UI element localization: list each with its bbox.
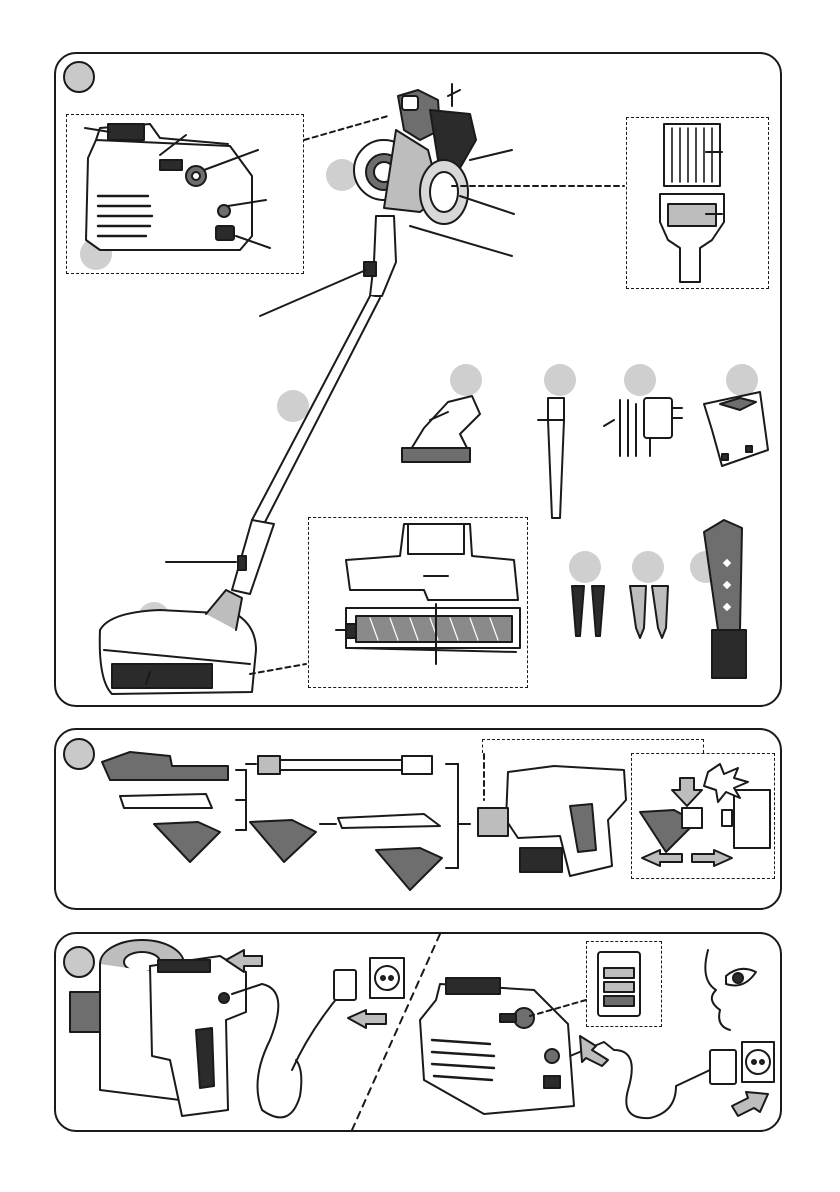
cleaning-brush-icon: [704, 520, 746, 678]
screw-icon: [572, 586, 604, 636]
filter-icon: [660, 124, 724, 282]
wall-plug-icon: [630, 586, 668, 638]
crevice-tool-icon: [538, 398, 564, 518]
charger-icon: [604, 398, 682, 456]
floor-head-icon: [336, 524, 520, 664]
assembly-diagram: [102, 752, 770, 890]
charging-diagram: [70, 934, 774, 1130]
eye-icon: [705, 950, 730, 1030]
brush-tool-icon: [402, 396, 480, 462]
motor-body-detail-icon: [85, 124, 270, 250]
wall-mount-icon: [704, 392, 768, 466]
